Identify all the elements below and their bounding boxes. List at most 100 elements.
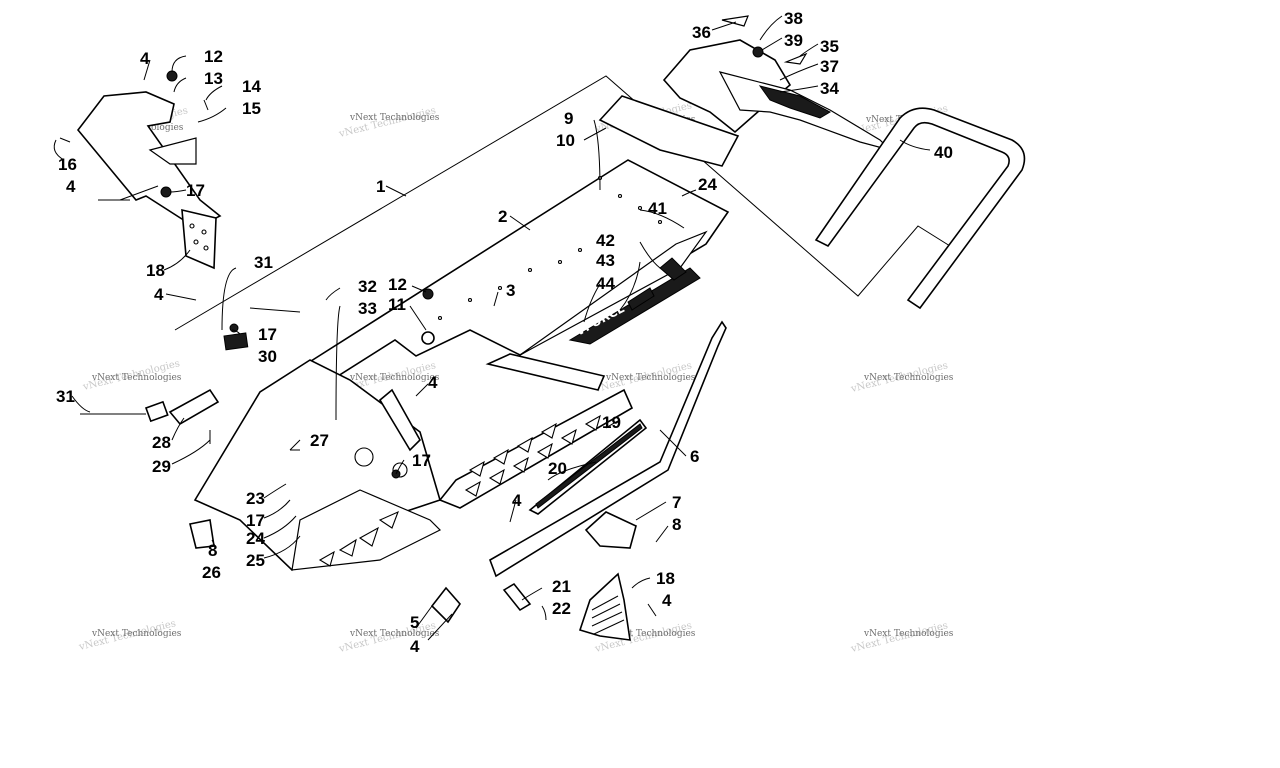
clamp-30-part	[223, 332, 249, 351]
svg-text:vNext Technologies: vNext Technologies	[863, 373, 954, 383]
plate-7-part	[584, 511, 637, 549]
callout-16: 16	[58, 155, 77, 174]
bracket-15-part	[76, 91, 222, 229]
callout-17: 17	[258, 325, 277, 344]
plate-18-right-slots	[591, 595, 625, 635]
callout-24: 24	[246, 529, 265, 548]
callout-23: 23	[246, 489, 265, 508]
side-plate-cutouts	[464, 414, 601, 497]
callout-14: 14	[242, 77, 261, 96]
callout-31: 31	[254, 253, 273, 272]
callout-19: 19	[602, 413, 621, 432]
callout-15: 15	[242, 99, 261, 118]
bumper-rail-part	[814, 107, 1026, 310]
tunnel-part	[299, 159, 730, 402]
assembly-boundary	[174, 75, 951, 331]
callout-24: 24	[698, 175, 717, 194]
seat-part	[662, 39, 893, 152]
callout-42: 42	[596, 231, 615, 250]
callout-41: 41	[648, 199, 667, 218]
callout-4: 4	[66, 177, 76, 196]
svg-text:vNext Technologies: vNext Technologies	[349, 629, 440, 639]
cross-rail-part	[378, 353, 606, 452]
callout-4: 4	[512, 491, 522, 510]
callout-4: 4	[662, 591, 672, 610]
bracket-26-part	[189, 519, 215, 549]
fasteners-group	[59, 70, 435, 479]
callout-40: 40	[934, 143, 953, 162]
plate-18-cutouts	[189, 223, 209, 251]
callout-18: 18	[656, 569, 675, 588]
callout-18: 18	[146, 261, 165, 280]
callout-10: 10	[556, 131, 575, 150]
callout-34: 34	[820, 79, 839, 98]
rear-plate-part	[598, 95, 740, 167]
bulkhead-cutouts	[318, 447, 408, 567]
callout-17: 17	[246, 511, 265, 530]
callout-38: 38	[784, 9, 803, 28]
plate-18-left-part	[181, 208, 217, 270]
traction-strip-part	[528, 418, 648, 515]
callout-4: 4	[154, 285, 164, 304]
callout-28: 28	[152, 433, 171, 452]
callout-9: 9	[564, 109, 573, 128]
callout-44: 44	[596, 274, 615, 293]
plate-18-right-part	[578, 572, 631, 641]
leader-lines	[53, 15, 931, 641]
callout-25: 25	[246, 551, 265, 570]
callout-8: 8	[672, 515, 681, 534]
callout-7: 7	[672, 493, 681, 512]
side-plate-part	[438, 388, 634, 509]
callout-17: 17	[186, 181, 205, 200]
callout-39: 39	[784, 31, 803, 50]
svg-text:vNext Technologies: vNext Technologies	[91, 629, 182, 639]
svg-text:vNext Technologies: vNext Technologies	[605, 629, 696, 639]
callout-11: 11	[388, 295, 406, 314]
callout-4: 4	[428, 373, 438, 392]
callout-26: 26	[202, 563, 221, 582]
running-board-part	[489, 320, 727, 578]
callout-3: 3	[506, 281, 515, 300]
callout-17: 17	[412, 451, 431, 470]
callout-13: 13	[204, 69, 223, 88]
callout-4: 4	[410, 637, 420, 656]
callout-4: 4	[140, 49, 150, 68]
callout-6: 6	[690, 447, 699, 466]
callout-32: 32	[358, 277, 377, 296]
callout-22: 22	[552, 599, 571, 618]
callout-21: 21	[552, 577, 571, 596]
callout-36: 36	[692, 23, 711, 42]
svg-text:vNext Technologies: vNext Technologies	[349, 373, 440, 383]
callout-37: 37	[820, 57, 839, 76]
callout-43: 43	[596, 251, 615, 270]
front-bulkhead-part	[193, 359, 442, 572]
callout-29: 29	[152, 457, 171, 476]
svg-text:vNext Technologies: vNext Technologies	[91, 373, 182, 383]
bracket-21-part	[502, 582, 532, 612]
svg-text:vNext Technologies: vNext Technologies	[605, 373, 696, 383]
callout-33: 33	[358, 299, 377, 318]
callout-27: 27	[310, 431, 329, 450]
svg-text:vNext Technologies: vNext Technologies	[863, 629, 954, 639]
callout-2: 2	[498, 207, 507, 226]
callout-31: 31	[56, 387, 75, 406]
callout-1: 1	[376, 177, 385, 196]
callout-5: 5	[410, 613, 419, 632]
tunnel-rivet-holes	[437, 175, 663, 321]
callout-30: 30	[258, 347, 277, 366]
callout-12: 12	[204, 47, 223, 66]
callout-8: 8	[208, 541, 217, 560]
callout-labels: 1 2 3 4 4 4 4 4 4 4 5 6 7 8 8 9 10 11 12…	[56, 9, 953, 656]
bracket-5-part	[430, 586, 462, 624]
clamp-28-part	[144, 388, 220, 426]
callout-35: 35	[820, 37, 839, 56]
callout-20: 20	[548, 459, 567, 478]
